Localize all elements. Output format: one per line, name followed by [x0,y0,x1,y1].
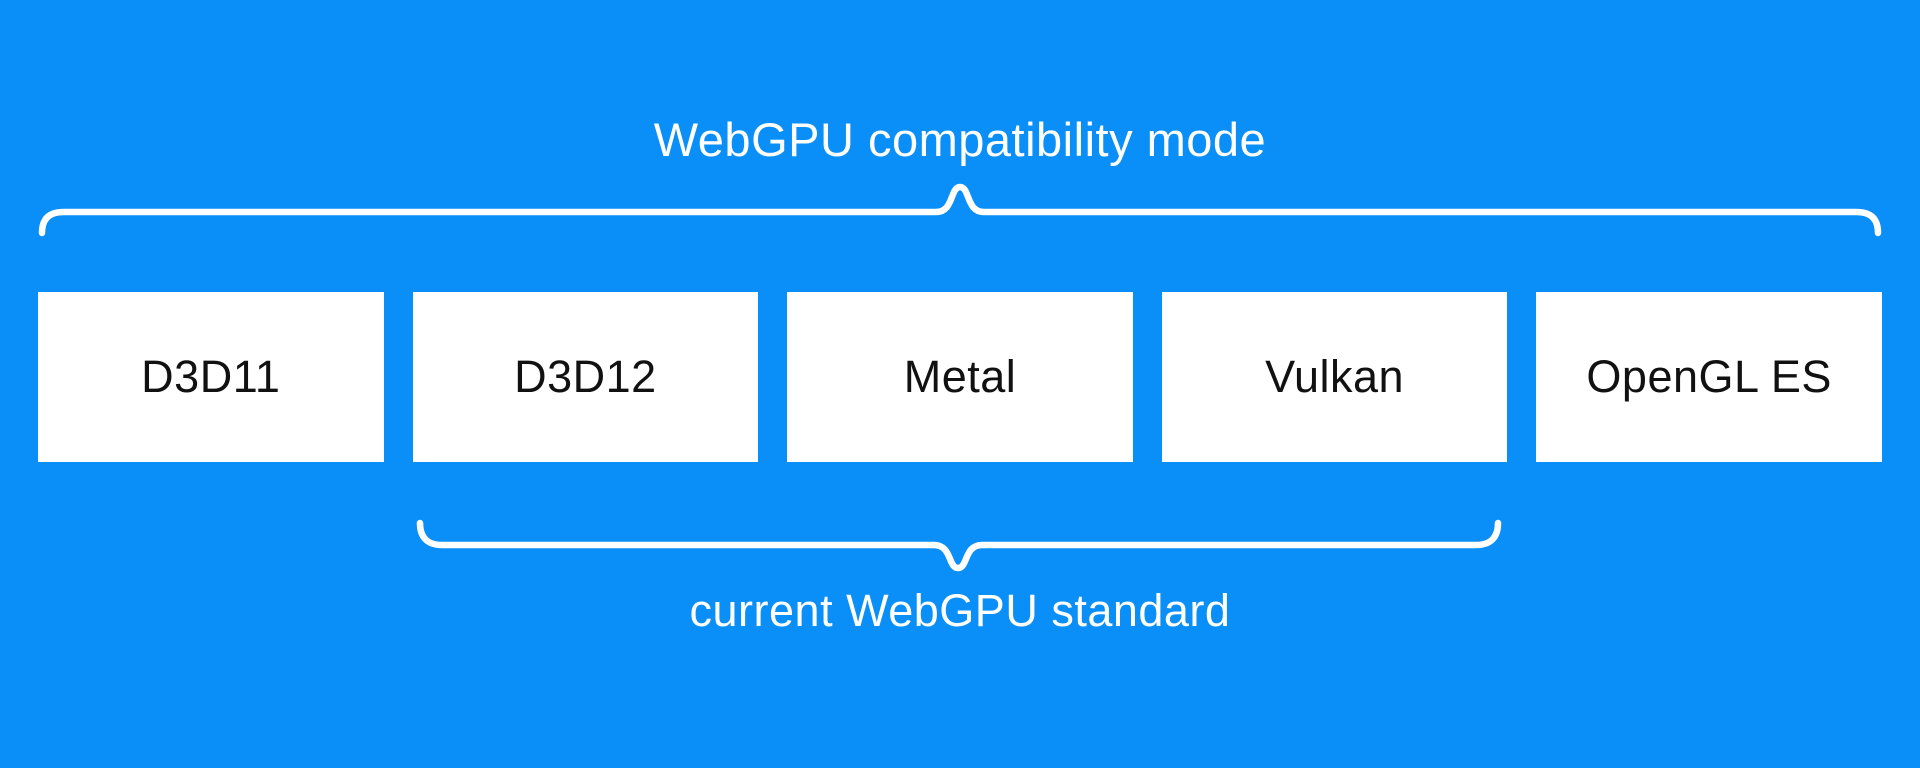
api-box-vulkan: Vulkan [1161,292,1508,462]
api-box-label: D3D12 [514,351,657,402]
api-box-d3d12: D3D12 [412,292,759,462]
api-box-opengl-es: OpenGL ES [1536,292,1882,462]
api-box-d3d11: D3D11 [38,292,384,462]
top-brace-icon [38,183,1882,237]
bottom-brace-icon [416,519,1502,572]
current-standard-label: current WebGPU standard [689,585,1231,636]
api-box-label: D3D11 [141,351,281,402]
api-box-label: Vulkan [1265,351,1405,402]
compatibility-mode-label: WebGPU compatibility mode [653,113,1267,166]
api-box-metal: Metal [787,292,1133,462]
api-box-label: Metal [903,351,1017,402]
api-box-label: OpenGL ES [1586,351,1832,402]
api-box-row: D3D11 D3D12 Metal Vulkan OpenGL ES [38,292,1882,462]
